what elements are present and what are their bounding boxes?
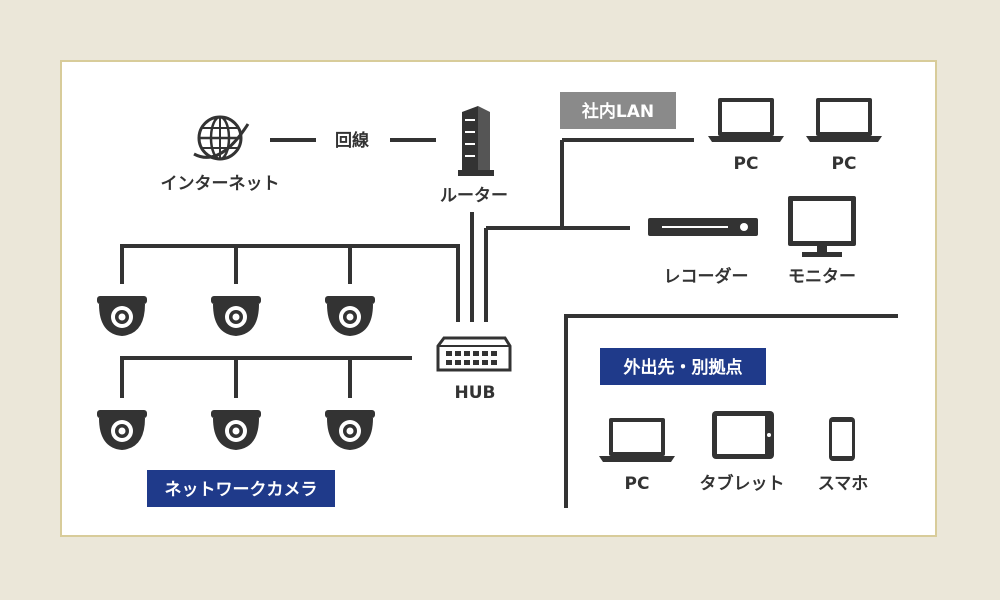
lan-tag-label: 社内LAN	[581, 101, 654, 122]
tablet-label: タブレット	[700, 473, 785, 494]
monitor-icon	[788, 196, 856, 257]
connection-lines	[120, 138, 898, 508]
camera-icon	[211, 410, 261, 450]
cameras-tag	[147, 470, 335, 507]
remote-tag-label: 外出先・別拠点	[624, 357, 743, 378]
recorder-label: レコーダー	[664, 266, 749, 287]
router-label: ルーター	[440, 186, 508, 206]
hub-label: HUB	[455, 383, 496, 403]
remote-pc-label: PC	[625, 474, 650, 494]
router-icon	[458, 106, 494, 176]
smartphone-icon	[829, 417, 855, 461]
smartphone-label: スマホ	[818, 474, 869, 494]
camera-icon	[97, 410, 147, 450]
camera-icon	[97, 296, 147, 336]
remote-tag	[600, 348, 766, 385]
tablet-icon	[712, 411, 774, 459]
laptop-icon	[599, 418, 675, 462]
monitor-label: モニター	[788, 267, 856, 287]
camera-icon	[325, 296, 375, 336]
recorder-icon	[648, 218, 758, 236]
camera-icon	[325, 410, 375, 450]
lan-tag	[560, 92, 676, 129]
laptop-icon	[806, 98, 882, 142]
lan-pc-1-label: PC	[734, 154, 759, 174]
internet-label: インターネット	[161, 174, 280, 194]
cameras-tag-label: ネットワークカメラ	[165, 480, 318, 500]
diagram-frame	[60, 60, 937, 537]
hub-icon	[436, 336, 512, 372]
lan-pc-2-label: PC	[832, 154, 857, 174]
globe-icon	[193, 115, 250, 161]
laptop-icon	[708, 98, 784, 142]
line-label: 回線	[335, 130, 369, 151]
camera-icon	[211, 296, 261, 336]
